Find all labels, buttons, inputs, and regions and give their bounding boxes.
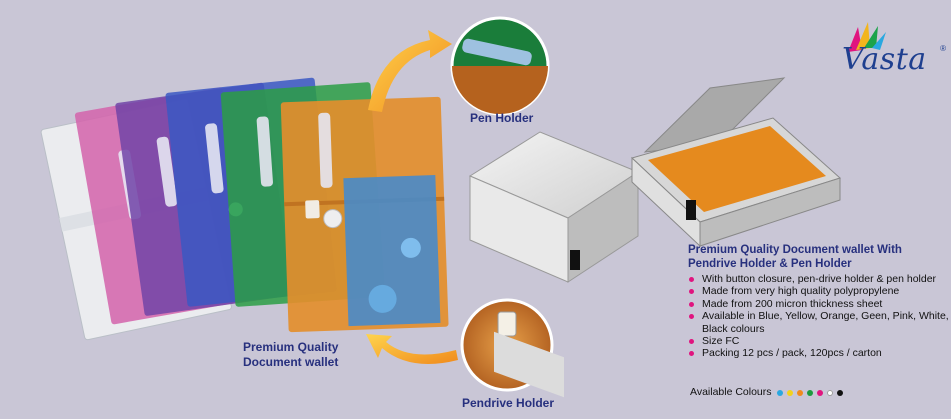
logo-swoosh [848,22,886,52]
colour-swatch [776,390,783,396]
product-info-title: Premium Quality Document wallet With Pen… [688,243,950,271]
pen-holder-label: Pen Holder [470,111,534,125]
colour-swatch [826,390,833,396]
document-wallet-label: Premium Quality Document wallet [243,340,338,370]
product-info: Premium Quality Document wallet With Pen… [688,243,950,360]
colour-swatch [786,390,793,396]
colour-swatch [836,390,843,396]
arrow-to-pen-holder [368,30,452,112]
colour-swatch [806,390,813,396]
document-wallet-label-line1: Premium Quality [243,340,339,354]
available-colours-label: Available Colours [690,386,772,398]
document-wallet-label-line2: Document wallet [243,355,339,369]
brand-logo: Vasta ® [826,22,946,82]
wallet-orange [280,96,449,333]
feature-item: Packing 12 pcs / pack, 120pcs / carton [688,347,950,359]
arrow-to-pendrive-holder [366,334,458,364]
feature-list: With button closure, pen-drive holder & … [688,273,950,360]
colour-swatch [796,390,803,396]
available-colours: Available Colours [690,383,847,401]
pendrive-holder-label: Pendrive Holder [462,396,555,410]
closed-box [468,131,640,398]
brand-logo-text: Vasta [842,42,927,77]
feature-item: With button closure, pen-drive holder & … [688,273,950,285]
feature-item: Made from very high quality polypropylen… [688,285,950,297]
open-box [631,77,841,248]
feature-item: Size FC [688,335,950,347]
product-info-title-line2: Pendrive Holder & Pen Holder [688,258,852,270]
feature-item: Available in Blue, Yellow, Orange, Geen,… [688,310,950,335]
registered-mark: ® [940,44,946,53]
feature-item: Made from 200 micron thickness sheet [688,298,950,310]
wallet-fan [40,77,449,341]
colour-swatches [776,383,847,401]
colour-swatch [816,390,823,396]
product-info-title-line1: Premium Quality Document wallet With [688,244,902,256]
pen-holder-detail [450,16,550,116]
